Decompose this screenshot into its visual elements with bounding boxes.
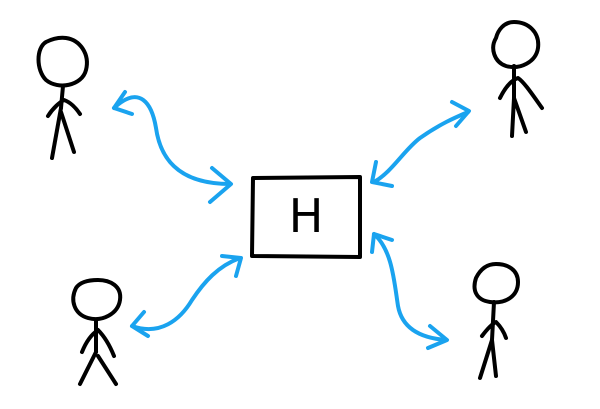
hub-node: H — [250, 175, 362, 259]
person-bottom-right — [472, 262, 520, 380]
arrowhead-icon — [370, 232, 394, 254]
double-arrow-icon — [372, 232, 448, 342]
double-arrow-icon — [130, 256, 242, 332]
arrowhead-icon — [112, 90, 134, 116]
person-top-left — [36, 35, 89, 160]
arrowhead-icon — [370, 160, 394, 188]
double-arrow-icon — [372, 110, 470, 184]
person-top-right — [491, 20, 544, 138]
stick-figure-icon — [472, 262, 520, 380]
arrowhead-icon — [130, 310, 150, 338]
arrowhead-icon — [426, 324, 449, 350]
arrowhead-icon — [220, 254, 243, 278]
hub-label: H — [289, 189, 324, 243]
person-bottom-left — [71, 278, 123, 386]
connection-bottom-right — [370, 232, 449, 350]
stick-figure-icon — [491, 20, 544, 138]
arrowhead-icon — [450, 100, 471, 128]
connection-bottom-left — [130, 254, 243, 338]
double-arrow-icon — [112, 95, 232, 186]
connection-top-left — [112, 90, 233, 204]
stick-figure-icon — [36, 35, 89, 160]
arrowhead-icon — [208, 166, 233, 204]
hub-box — [250, 175, 362, 259]
stick-figure-icon — [71, 278, 123, 386]
connection-top-right — [370, 100, 471, 188]
